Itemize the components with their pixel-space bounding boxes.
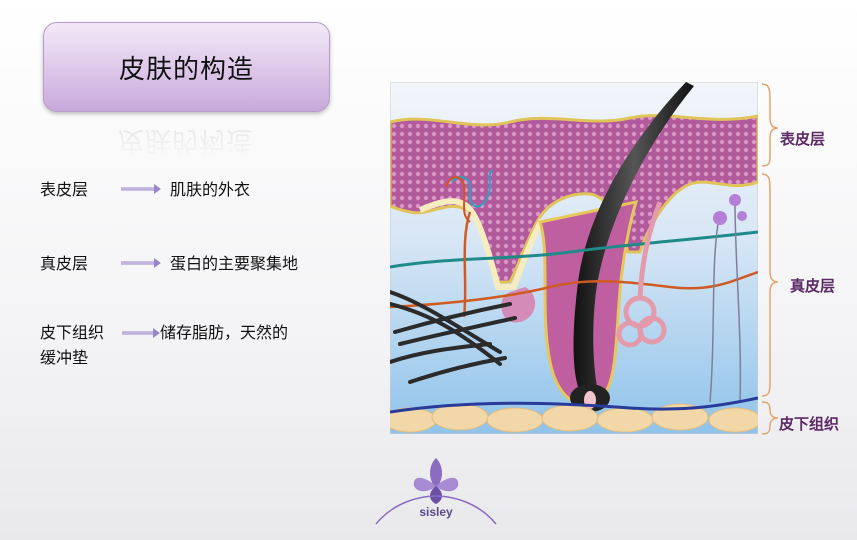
brand-name: sisley bbox=[419, 505, 453, 519]
layer-term: 表皮层 bbox=[40, 180, 89, 199]
layer-row-subcutis: 皮下组织 储存脂肪，天然的 缓冲垫 bbox=[40, 321, 370, 373]
iris-flower-icon bbox=[413, 458, 459, 504]
layer-term: 皮下组织 bbox=[40, 323, 105, 342]
diagram-label-epidermis: 表皮层 bbox=[780, 130, 826, 148]
brand-logo: sisley bbox=[375, 458, 497, 525]
layer-description: 储存脂肪，天然的 bbox=[160, 323, 289, 342]
layer-description: 蛋白的主要聚集地 bbox=[170, 254, 299, 273]
skin-structure-illustration bbox=[390, 82, 758, 434]
layer-row-epidermis: 表皮层 肌肤的外衣 bbox=[40, 178, 370, 206]
layer-term: 真皮层 bbox=[40, 254, 89, 273]
diagram-label-subcutis: 皮下组织 bbox=[779, 415, 840, 433]
layer-description-continued: 缓冲垫 bbox=[40, 348, 89, 367]
layer-row-dermis: 真皮层 蛋白的主要聚集地 bbox=[40, 252, 370, 280]
arrow-icon bbox=[121, 184, 161, 194]
diagram-label-dermis: 真皮层 bbox=[790, 277, 836, 295]
arrow-icon bbox=[121, 258, 161, 268]
slide-title-reflection: 皮肤的构造 bbox=[117, 125, 253, 155]
arrow-icon bbox=[122, 328, 160, 338]
layer-brackets bbox=[761, 83, 779, 435]
layer-description: 肌肤的外衣 bbox=[170, 180, 251, 199]
slide-title: 皮肤的构造 bbox=[43, 22, 330, 112]
